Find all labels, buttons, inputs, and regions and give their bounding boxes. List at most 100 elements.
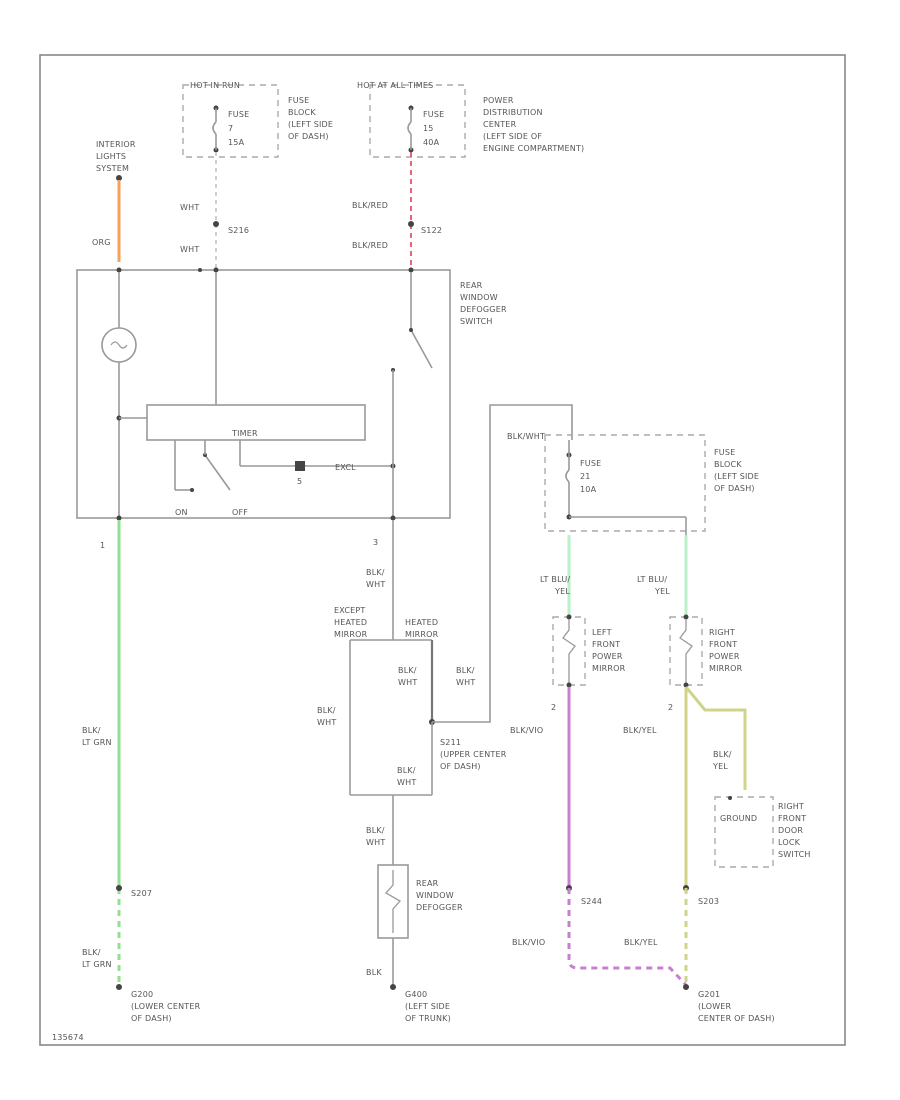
pin-top-extra <box>198 268 202 272</box>
wire-label-blkvio: BLK/VIO <box>510 726 543 735</box>
pin-top-left <box>116 267 122 273</box>
wire-label-wht-2: WHT <box>180 245 199 254</box>
wire-label-blk-wht-a: BLK/ WHT <box>366 568 385 589</box>
fuse-15-symbol <box>407 105 414 153</box>
svg-text:G200: G200 <box>131 990 153 999</box>
svg-text:LT BLU/: LT BLU/ <box>637 575 667 584</box>
rear-window-defogger-switch-box <box>76 269 451 519</box>
switch-on-label: ON <box>175 508 188 517</box>
fuse-left-num: 7 <box>228 124 233 133</box>
wire-label-blkred-2: BLK/RED <box>352 241 388 250</box>
ground-label-g400: G400 (LEFT SIDE OF TRUNK) <box>405 990 451 1023</box>
svg-text:SYSTEM: SYSTEM <box>96 164 129 173</box>
svg-text:BLK/: BLK/ <box>397 766 416 775</box>
wire-label-org: ORG <box>92 238 111 247</box>
svg-text:YEL: YEL <box>712 762 728 771</box>
left-mirror-pin-bottom <box>566 682 572 688</box>
splice-label-s216: S216 <box>228 226 249 235</box>
svg-text:OF DASH): OF DASH) <box>288 132 329 141</box>
wire-label-ltblu-yel-right: LT BLU/ YEL <box>637 575 670 596</box>
svg-text:BLK/: BLK/ <box>456 666 475 675</box>
wire-label-ltblu-yel-left: LT BLU/ YEL <box>540 575 570 596</box>
wire-label-blkwht-top: BLK/WHT <box>507 432 545 441</box>
relay-contact-node <box>409 328 413 332</box>
svg-text:REAR: REAR <box>460 281 483 290</box>
splice-s207 <box>116 885 122 891</box>
fuse-21-description: FUSE BLOCK (LEFT SIDE OF DASH) <box>714 448 759 493</box>
right-mirror-pin2: 2 <box>668 703 673 712</box>
svg-text:HEATED: HEATED <box>334 618 367 627</box>
svg-text:LOCK: LOCK <box>778 838 801 847</box>
wire-label-blk-wht-f: BLK/ WHT <box>366 826 385 847</box>
pin-top-mid <box>213 267 219 273</box>
wire-label-blkyel-3: BLK/YEL <box>624 938 658 947</box>
svg-text:WHT: WHT <box>398 678 417 687</box>
ground-g400 <box>390 984 396 990</box>
wire-label-blkred-1: BLK/RED <box>352 201 388 210</box>
excl-label: EXCL <box>335 463 356 472</box>
fuse-21-num: 21 <box>580 472 591 481</box>
right-mirror-heater-icon <box>679 619 693 684</box>
pin-label-3: 3 <box>373 538 378 547</box>
fuse-left-label: FUSE <box>228 110 249 119</box>
wire-label-blkyel-2: BLK/ YEL <box>712 750 732 771</box>
svg-text:EXCEPT: EXCEPT <box>334 606 366 615</box>
svg-text:LIGHTS: LIGHTS <box>96 152 126 161</box>
svg-text:WINDOW: WINDOW <box>416 891 454 900</box>
svg-text:MIRROR: MIRROR <box>334 630 368 639</box>
switch-name-label: REAR WINDOW DEFOGGER SWITCH <box>460 281 507 326</box>
svg-text:BLOCK: BLOCK <box>714 460 742 469</box>
wire-label-blk-ltgrn-a: BLK/ LT GRN <box>82 726 112 747</box>
defogger-label: REAR WINDOW DEFOGGER <box>416 879 463 912</box>
svg-text:OF DASH): OF DASH) <box>714 484 755 493</box>
svg-text:BLK/: BLK/ <box>82 948 101 957</box>
pin-top-right <box>408 267 414 273</box>
svg-text:CENTER: CENTER <box>483 120 517 129</box>
svg-text:WHT: WHT <box>366 838 385 847</box>
wire-label-blk-wht-c: BLK/ WHT <box>456 666 475 687</box>
fuse-box-hot-in-run <box>182 84 279 158</box>
svg-text:LEFT: LEFT <box>592 628 612 637</box>
svg-text:FUSE: FUSE <box>288 96 309 105</box>
svg-text:BLK/: BLK/ <box>398 666 417 675</box>
splice-s122 <box>408 221 414 227</box>
svg-text:POWER: POWER <box>709 652 740 661</box>
svg-text:LT GRN: LT GRN <box>82 738 112 747</box>
svg-text:POWER: POWER <box>483 96 514 105</box>
wire-label-blkyel: BLK/YEL <box>623 726 657 735</box>
right-mirror-pin-bottom <box>683 682 689 688</box>
svg-text:(UPPER CENTER: (UPPER CENTER <box>440 750 507 759</box>
wire-label-blk-wht-e: BLK/ WHT <box>397 766 416 787</box>
svg-text:DEFOGGER: DEFOGGER <box>416 903 463 912</box>
svg-text:POWER: POWER <box>592 652 623 661</box>
svg-text:YEL: YEL <box>654 587 670 596</box>
svg-text:BLK/: BLK/ <box>713 750 732 759</box>
splice-label-s207: S207 <box>131 889 152 898</box>
svg-text:(LEFT SIDE: (LEFT SIDE <box>714 472 759 481</box>
svg-text:SWITCH: SWITCH <box>778 850 811 859</box>
svg-text:G201: G201 <box>698 990 720 999</box>
svg-text:RIGHT: RIGHT <box>709 628 735 637</box>
svg-text:WINDOW: WINDOW <box>460 293 498 302</box>
svg-text:WHT: WHT <box>317 718 336 727</box>
fuse-21-label: FUSE <box>580 459 601 468</box>
fuse-7-symbol <box>212 105 219 153</box>
svg-text:CENTER OF DASH): CENTER OF DASH) <box>698 1014 775 1023</box>
fuse-box-hot-at-all-times <box>369 84 466 158</box>
wire-label-blk-ltgrn-b: BLK/ LT GRN <box>82 948 112 969</box>
splice-label-s211: S211 (UPPER CENTER OF DASH) <box>440 738 507 771</box>
svg-text:S211: S211 <box>440 738 461 747</box>
splice-label-s244: S244 <box>581 897 602 906</box>
svg-text:G400: G400 <box>405 990 427 999</box>
svg-text:SWITCH: SWITCH <box>460 317 493 326</box>
svg-text:BLK/: BLK/ <box>82 726 101 735</box>
svg-text:ENGINE COMPARTMENT): ENGINE COMPARTMENT) <box>483 144 584 153</box>
fuse-box-right-header: HOT AT ALL TIMES <box>357 81 433 90</box>
fuse-21-symbol <box>565 440 572 520</box>
except-heated-mirror-label: EXCEPT HEATED MIRROR <box>334 606 368 639</box>
splice-label-s122: S122 <box>421 226 442 235</box>
svg-text:HEATED: HEATED <box>405 618 438 627</box>
door-lock-switch-box <box>714 796 774 868</box>
heated-mirror-label: HEATED MIRROR <box>405 618 438 639</box>
svg-text:FRONT: FRONT <box>592 640 620 649</box>
